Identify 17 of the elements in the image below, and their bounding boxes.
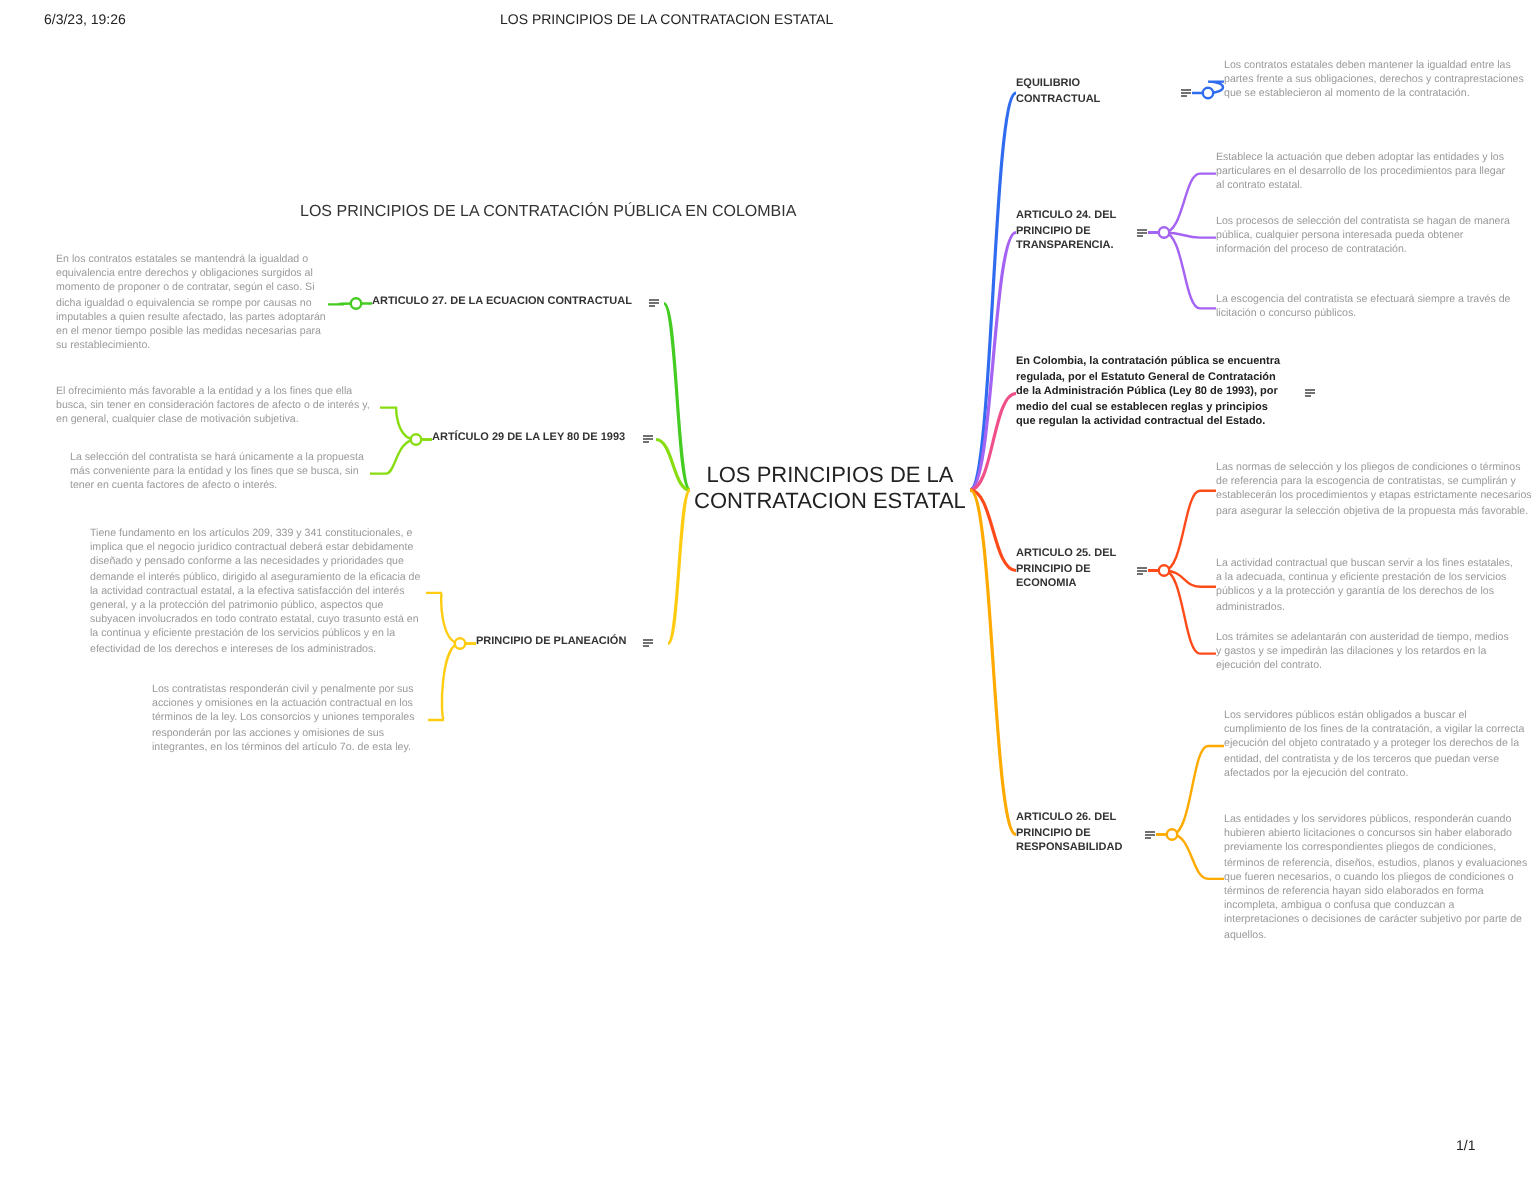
connector-line [1192, 80, 1224, 95]
connector-line [1156, 833, 1224, 881]
connector-line [655, 437, 691, 492]
connector-line [662, 302, 692, 491]
connector-line [328, 302, 372, 306]
connector-line [1148, 231, 1216, 310]
floating-topic-title: LOS PRINCIPIOS DE LA CONTRATACIÓN PÚBLICA EN COLOMBIA [300, 200, 797, 224]
connector-line [370, 438, 432, 475]
connector-line [666, 488, 692, 645]
connector-line [968, 231, 1018, 492]
connector-line [428, 642, 476, 722]
connector-line [968, 489, 1018, 836]
connector-line [1148, 569, 1216, 655]
connector-line [968, 92, 1018, 491]
central-topic: LOS PRINCIPIOS DE LA CONTRATACION ESTATAL [692, 464, 968, 516]
connector-line [969, 488, 1017, 573]
connector-line [969, 392, 1017, 492]
